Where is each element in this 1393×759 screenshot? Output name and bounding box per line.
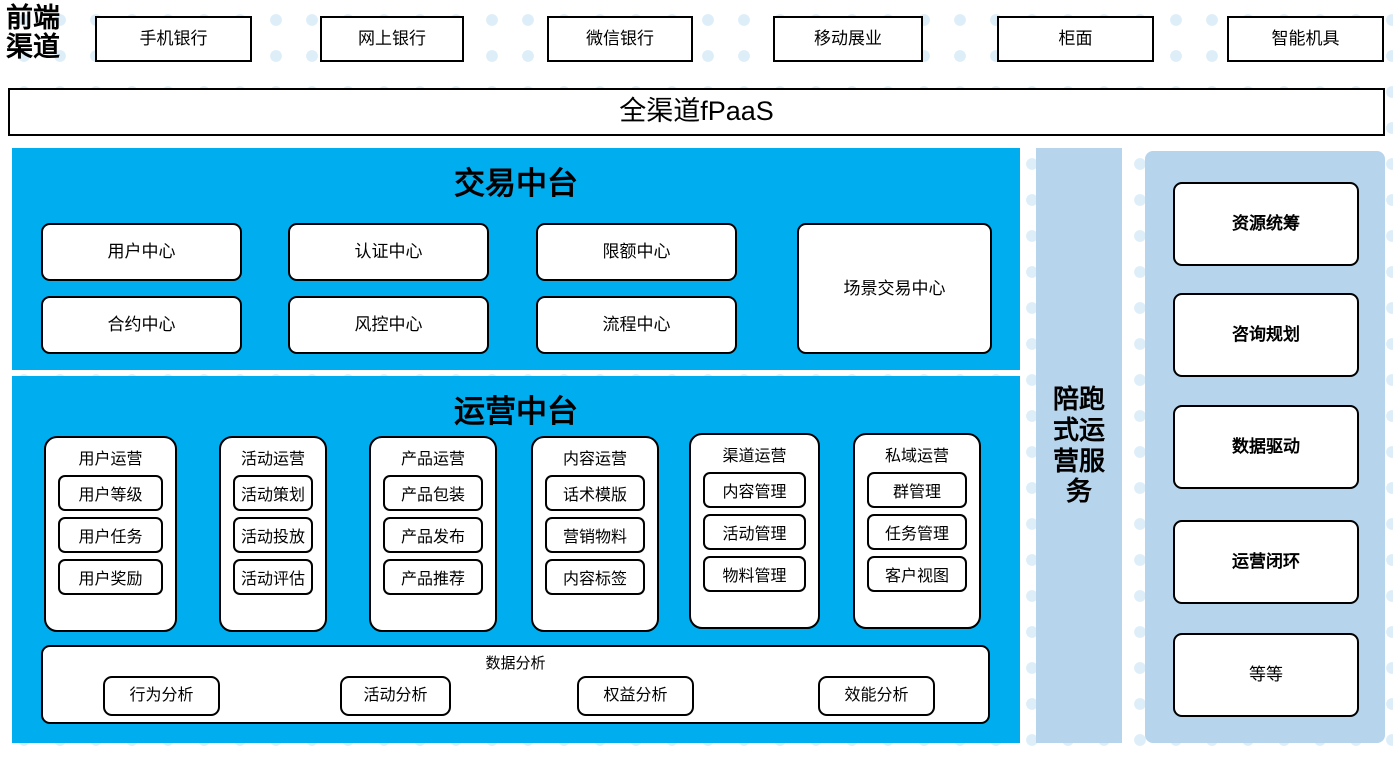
- ops-group-item[interactable]: 产品发布: [383, 517, 483, 553]
- trade-box-contract-center[interactable]: 合约中心: [41, 296, 242, 354]
- ops-group-item[interactable]: 话术模版: [545, 475, 645, 511]
- ops-group-channel[interactable]: 渠道运营 内容管理 活动管理 物料管理: [689, 433, 820, 629]
- ops-group-item[interactable]: 客户视图: [867, 556, 967, 592]
- ops-group-private-domain[interactable]: 私域运营 群管理 任务管理 客户视图: [853, 433, 981, 629]
- ops-group-item[interactable]: 内容标签: [545, 559, 645, 595]
- ops-group-item[interactable]: 用户奖励: [58, 559, 163, 595]
- ops-group-title: 内容运营: [562, 451, 627, 468]
- trade-box-process-center[interactable]: 流程中心: [536, 296, 737, 354]
- ops-group-item[interactable]: 任务管理: [867, 514, 967, 550]
- trade-box-auth-center[interactable]: 认证中心: [288, 223, 489, 281]
- ops-group-item[interactable]: 活动投放: [233, 517, 313, 553]
- right-box-consulting-planning[interactable]: 咨询规划: [1173, 293, 1359, 377]
- channel-box-wechat-bank[interactable]: 微信银行: [547, 16, 693, 62]
- ops-center-title: 运营中台: [454, 394, 578, 429]
- trade-box-limit-center[interactable]: 限额中心: [536, 223, 737, 281]
- right-box-data-driven[interactable]: 数据驱动: [1173, 405, 1359, 489]
- ops-group-item[interactable]: 产品推荐: [383, 559, 483, 595]
- ops-group-item[interactable]: 活动策划: [233, 475, 313, 511]
- ops-group-title: 渠道运营: [722, 448, 787, 465]
- ops-group-item[interactable]: 用户等级: [58, 475, 163, 511]
- analytics-box-behavior[interactable]: 行为分析: [103, 676, 220, 716]
- ops-group-title: 私域运营: [884, 448, 949, 465]
- analytics-title: 数据分析: [485, 655, 546, 672]
- ops-group-product[interactable]: 产品运营 产品包装 产品发布 产品推荐: [369, 436, 497, 632]
- analytics-box-campaign[interactable]: 活动分析: [340, 676, 451, 716]
- ops-group-item[interactable]: 活动评估: [233, 559, 313, 595]
- fpaas-bar[interactable]: 全渠道fPaaS: [8, 88, 1385, 136]
- ops-group-item[interactable]: 产品包装: [383, 475, 483, 511]
- service-column-label: 陪跑式运营服务: [1052, 384, 1105, 507]
- ops-group-item[interactable]: 物料管理: [703, 556, 806, 592]
- right-box-ops-closed-loop[interactable]: 运营闭环: [1173, 520, 1359, 604]
- channel-box-counter[interactable]: 柜面: [997, 16, 1154, 62]
- analytics-box-efficiency[interactable]: 效能分析: [818, 676, 935, 716]
- ops-group-campaign[interactable]: 活动运营 活动策划 活动投放 活动评估: [219, 436, 327, 632]
- channel-box-mobile-biz[interactable]: 移动展业: [773, 16, 923, 62]
- ops-group-title: 用户运营: [78, 451, 143, 468]
- service-column: 陪跑式运营服务: [1036, 148, 1122, 743]
- analytics-box-benefit[interactable]: 权益分析: [577, 676, 694, 716]
- front-channel-label: 前端 渠道: [6, 3, 60, 62]
- trade-box-user-center[interactable]: 用户中心: [41, 223, 242, 281]
- ops-group-user[interactable]: 用户运营 用户等级 用户任务 用户奖励: [44, 436, 177, 632]
- trade-box-risk-center[interactable]: 风控中心: [288, 296, 489, 354]
- ops-group-content[interactable]: 内容运营 话术模版 营销物料 内容标签: [531, 436, 659, 632]
- trade-center-title: 交易中台: [454, 166, 578, 201]
- ops-group-title: 活动运营: [240, 451, 305, 468]
- right-box-etc[interactable]: 等等: [1173, 633, 1359, 717]
- ops-group-item[interactable]: 用户任务: [58, 517, 163, 553]
- ops-group-item[interactable]: 群管理: [867, 472, 967, 508]
- channel-box-smart-machine[interactable]: 智能机具: [1227, 16, 1384, 62]
- channel-box-mobile-bank[interactable]: 手机银行: [95, 16, 252, 62]
- ops-group-item[interactable]: 营销物料: [545, 517, 645, 553]
- trade-box-scenario-trade-center[interactable]: 场景交易中心: [797, 223, 992, 354]
- channel-box-online-bank[interactable]: 网上银行: [320, 16, 464, 62]
- right-box-resource-planning[interactable]: 资源统筹: [1173, 182, 1359, 266]
- ops-group-item[interactable]: 活动管理: [703, 514, 806, 550]
- ops-group-title: 产品运营: [400, 451, 465, 468]
- ops-group-item[interactable]: 内容管理: [703, 472, 806, 508]
